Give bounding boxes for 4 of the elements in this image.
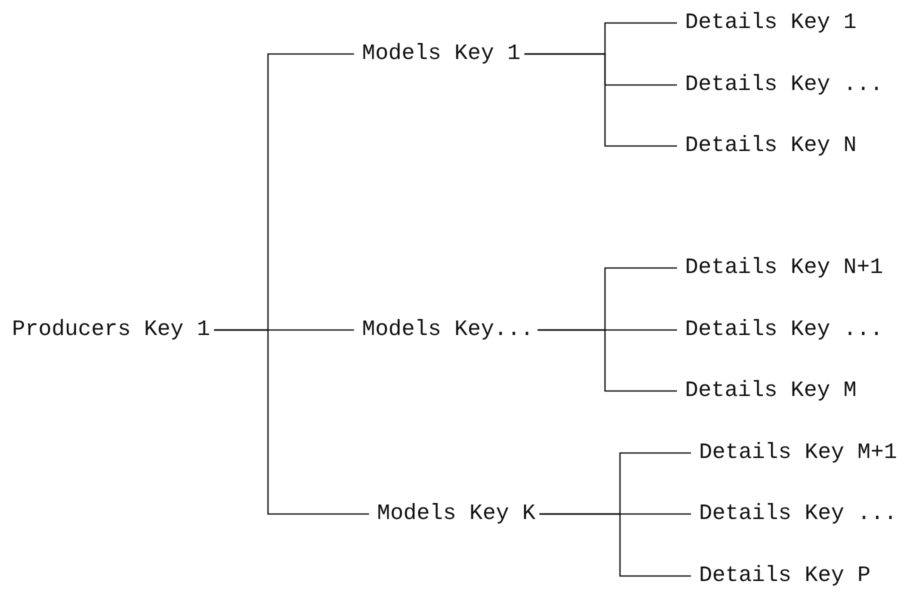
connector-line xyxy=(524,53,677,147)
connector-line xyxy=(539,513,691,577)
connector-line xyxy=(538,329,677,392)
connector-line xyxy=(214,329,369,515)
